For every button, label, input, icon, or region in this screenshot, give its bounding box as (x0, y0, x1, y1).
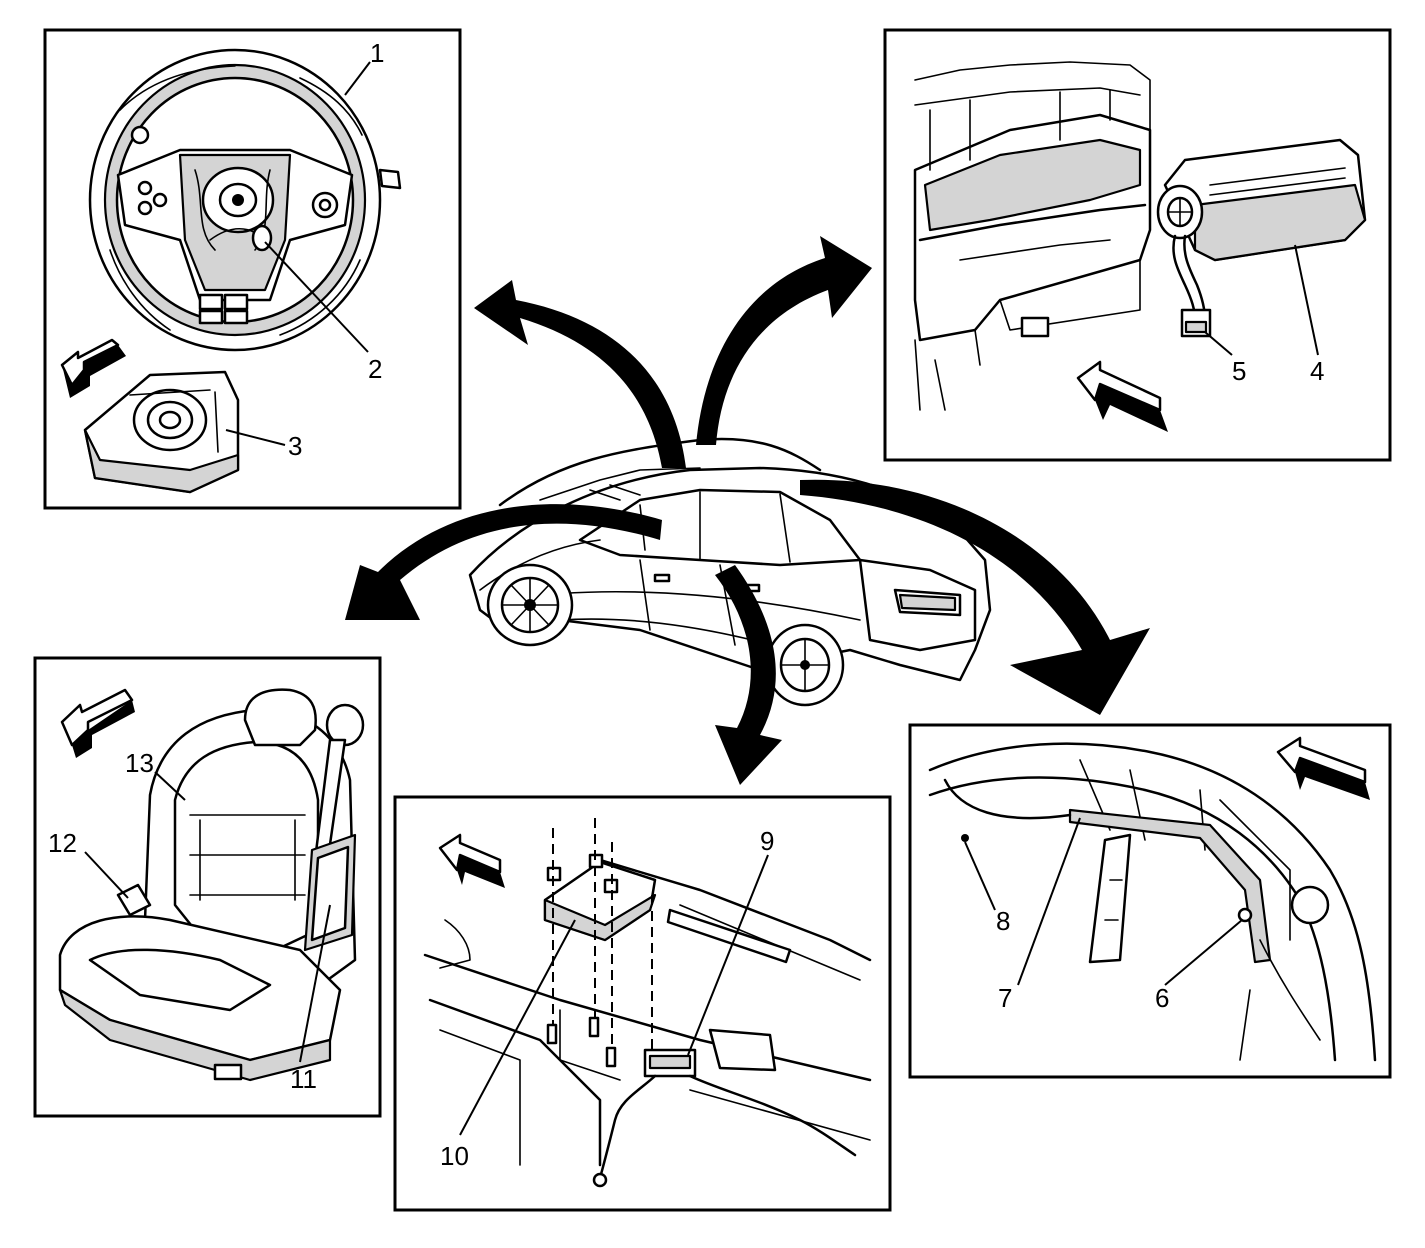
callout-10: 10 (440, 1141, 469, 1171)
pointer-arrow-to-sensing-module (715, 565, 782, 785)
panel-seat-side-module: 13 12 11 (33, 656, 382, 1118)
seat-position-sensor (116, 883, 152, 917)
callout-6: 6 (1155, 983, 1169, 1013)
direction-arrow-icon (1076, 360, 1168, 432)
callout-11: 11 (290, 1064, 317, 1094)
pointer-arrow-to-instrument-panel (696, 236, 872, 445)
pointer-arrow-to-steering-wheel (474, 280, 686, 468)
callout-5: 5 (1232, 356, 1246, 386)
callout-8: 8 (996, 906, 1010, 936)
callout-3: 3 (288, 431, 302, 461)
callout-2: 2 (368, 354, 382, 384)
direction-arrow-icon (1276, 736, 1370, 800)
panel-sensing-diagnostic-module: 9 10 (393, 795, 892, 1212)
rear-wheel (765, 623, 845, 707)
direction-arrow-icon (438, 833, 505, 888)
callout-1: 1 (370, 38, 384, 68)
pointer-arrow-to-roof-rail (800, 479, 1150, 715)
roof-rail-inflator-module (1068, 808, 1272, 964)
callout-13: 13 (125, 748, 154, 778)
front-wheel (486, 563, 574, 647)
panel-instrument-panel-module: 5 4 (883, 28, 1392, 462)
callout-9: 9 (760, 826, 774, 856)
pointer-arrow-to-seat (345, 504, 662, 620)
steering-wheel-inflator-module (83, 370, 240, 494)
panel-roof-rail-module: 8 7 6 (908, 723, 1392, 1079)
callout-4: 4 (1310, 356, 1324, 386)
direction-arrow-icon (60, 338, 126, 398)
instrument-panel-inflator-module (1156, 138, 1367, 262)
panel-steering-wheel-module: 1 2 3 (43, 28, 462, 510)
direction-arrow-icon (60, 688, 135, 758)
callout-7: 7 (998, 983, 1012, 1013)
callout-12: 12 (48, 828, 77, 858)
